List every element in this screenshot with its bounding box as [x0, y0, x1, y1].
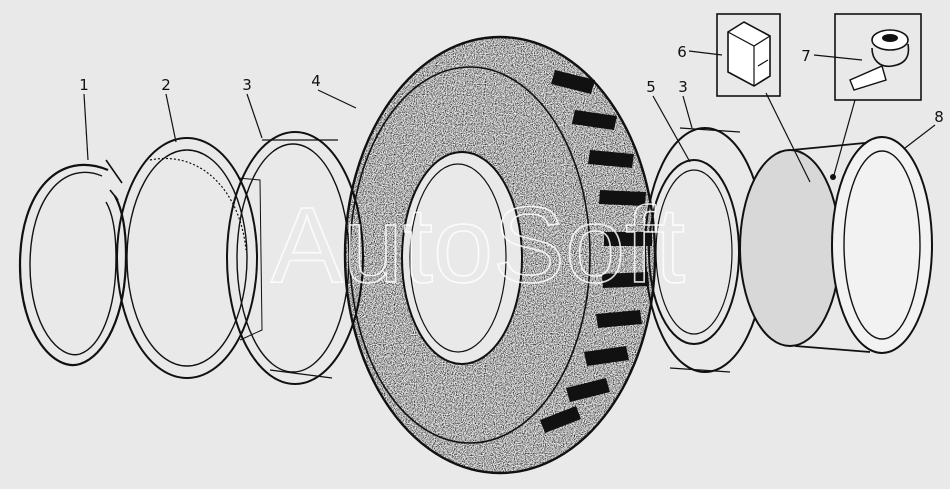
- tyre: [343, 35, 657, 475]
- callout-6: 6: [677, 43, 687, 61]
- callout-5: 5: [646, 78, 656, 96]
- callout-4: 4: [311, 72, 321, 90]
- callout-8: 8: [934, 108, 944, 126]
- watermark: AutoSoft: [271, 184, 685, 305]
- callout-3-left: 3: [242, 76, 252, 94]
- side-ring: [116, 137, 263, 379]
- lock-pad-inset: [716, 13, 781, 97]
- lock-ring: [18, 159, 128, 367]
- callout-3-right: 3: [678, 78, 688, 96]
- callout-1: 1: [79, 76, 89, 94]
- callout-7: 7: [801, 47, 811, 65]
- inner-ring: [648, 159, 740, 345]
- callout-2: 2: [161, 76, 171, 94]
- wheel-rim: [739, 136, 933, 354]
- leader-lines: [83, 50, 936, 183]
- valve-inset: [834, 13, 922, 101]
